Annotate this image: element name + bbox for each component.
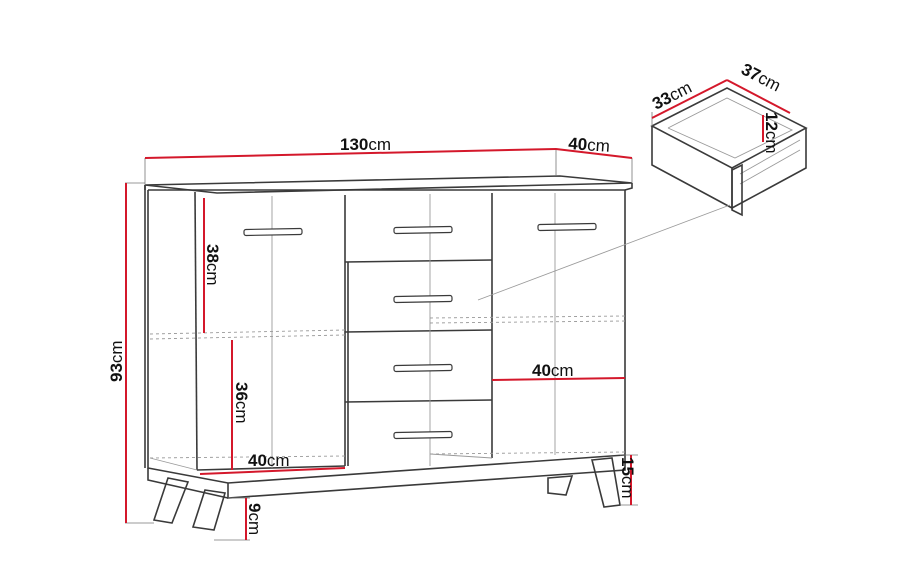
drawer-front-panel: [731, 163, 743, 217]
handle-right-door: [537, 222, 597, 232]
dim-line-drawer-depth: [651, 79, 728, 119]
handle-drawer-2: [393, 294, 453, 304]
handle-drawer-4: [393, 430, 453, 440]
dimension-lines: [125, 79, 791, 541]
cabinet-outline: [144, 175, 633, 499]
label-floor-clearance: 9cm: [245, 503, 264, 535]
label-left-lower: 36cm: [232, 382, 251, 424]
drawer-detail: [477, 87, 808, 301]
leg-back-left: [152, 477, 190, 524]
label-left-upper: 38cm: [203, 244, 222, 286]
label-right-width: 40cm: [532, 361, 574, 380]
legs: [152, 457, 621, 531]
dim-line-right-width: [491, 377, 626, 381]
handles: [243, 222, 597, 440]
label-leg-height: 15cm: [618, 457, 637, 499]
internal-lines: [149, 193, 626, 471]
handle-drawer-3: [393, 363, 453, 373]
label-height: 93cm: [107, 340, 126, 382]
dim-line-drawer-width: [726, 79, 791, 114]
drawer-leader-line: [477, 204, 731, 301]
handle-left-door: [243, 227, 303, 237]
leg-front-right: [590, 457, 621, 508]
dim-line-left-width: [199, 467, 346, 475]
leg-back-right: [547, 475, 574, 496]
handle-drawer-1: [393, 225, 453, 235]
label-left-width: 40cm: [248, 451, 290, 470]
label-depth: 40cm: [568, 134, 611, 156]
dim-line-depth: [555, 148, 633, 159]
label-width: 130cm: [340, 135, 391, 154]
dimension-labels: 130cm 40cm 93cm 38cm 36cm 40cm 40cm 15cm…: [107, 60, 784, 536]
dim-line-width: [144, 148, 557, 159]
label-drawer-height: 12cm: [762, 112, 781, 154]
leg-front-left: [191, 489, 227, 531]
